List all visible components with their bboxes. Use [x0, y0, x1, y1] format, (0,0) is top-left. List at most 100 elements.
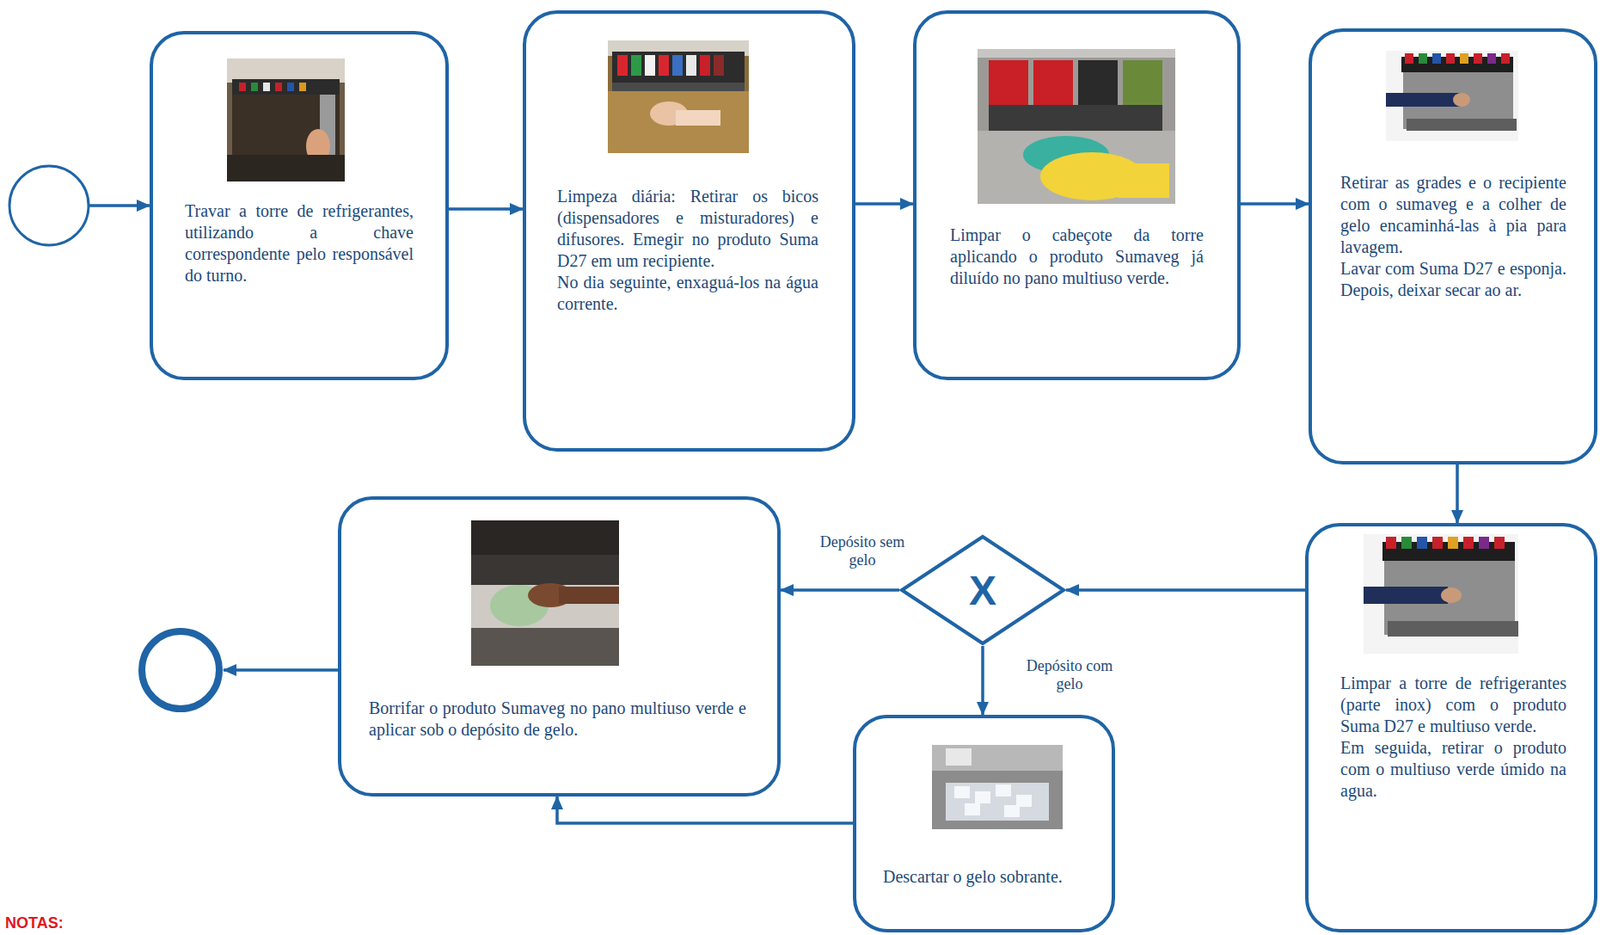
process-box: Borrifar o produto Sumaveg no pano multi…	[337, 496, 781, 797]
photo-part	[1122, 60, 1163, 105]
photo-part	[226, 58, 345, 182]
photo-part	[1478, 536, 1490, 549]
photo-part	[1385, 92, 1460, 107]
photo	[226, 58, 345, 182]
photo-part	[988, 104, 1163, 131]
process-box: Limpeza diária: Retirar os bicos (dispen…	[522, 10, 856, 452]
photo-part	[964, 803, 981, 816]
step-text: No dia seguinte, enxaguá-los na água cor…	[557, 271, 819, 315]
photo-part	[1416, 536, 1428, 549]
step-text: Descartar o gelo sobrante.	[882, 865, 1084, 888]
photo-part	[251, 82, 258, 92]
flow-arrow	[855, 202, 914, 206]
process-box: Retirar as grades e o recipiente com o s…	[1308, 28, 1598, 465]
photo-part	[713, 55, 724, 76]
process-box: Limpar a torre de refrigerantes (parte i…	[1305, 522, 1598, 932]
photo	[607, 40, 749, 154]
gateway-mark: X	[899, 533, 1067, 646]
photo-part	[1401, 56, 1514, 73]
photo-part	[239, 82, 246, 92]
photo-part	[287, 82, 295, 92]
step-text: Travar a torre de refrigerantes, utiliza…	[184, 200, 414, 287]
photo-part	[931, 744, 1063, 829]
step-text: Em seguida, retirar o produto com o mult…	[1340, 736, 1567, 802]
photo-part	[607, 91, 749, 154]
step-text: Limpeza diária: Retirar os bicos (dispen…	[557, 185, 819, 272]
flow-arrow	[1240, 202, 1309, 206]
edge-label: Depósito com gelo	[1013, 656, 1126, 693]
photo-part	[471, 627, 620, 666]
photo-part	[299, 82, 307, 92]
photo-part	[686, 55, 697, 76]
photo-part	[977, 49, 1176, 204]
photo-part	[945, 747, 972, 766]
step-text: Travar a torre de refrigerantes, utiliza…	[184, 200, 414, 287]
photo-part	[631, 55, 642, 76]
photo-part	[558, 586, 620, 604]
photo-part	[1078, 60, 1118, 105]
photo-part	[1418, 53, 1428, 64]
photo-part	[275, 82, 282, 92]
process-box: Descartar o gelo sobrante.	[852, 714, 1116, 932]
note-heading: NOTAS:	[5, 913, 64, 932]
photo-part	[945, 782, 1049, 821]
photo-part	[658, 55, 669, 76]
photo-part	[263, 82, 270, 92]
photo	[931, 744, 1063, 829]
photo-part	[1387, 620, 1519, 637]
photo-part	[954, 785, 970, 798]
photo-part	[1440, 587, 1462, 603]
step-text: Retirar as grades e o recipiente com o s…	[1340, 171, 1567, 258]
photo-part	[232, 79, 340, 95]
photo-part	[617, 55, 628, 76]
photo-part	[977, 130, 1176, 204]
photo-part	[612, 51, 745, 83]
photo-part	[1463, 536, 1474, 549]
photo-part	[1401, 536, 1412, 549]
step-text: Limpar a torre de refrigerantes (parte i…	[1340, 672, 1567, 802]
step-text: Borrifar o produto Sumaveg no pano multi…	[368, 697, 747, 741]
photo-part	[471, 520, 620, 555]
photo-part	[1501, 53, 1510, 64]
photo-part	[644, 55, 656, 76]
photo-part	[1452, 92, 1471, 107]
photo-part	[1016, 794, 1032, 807]
photo-part	[471, 520, 620, 666]
photo-part	[672, 55, 683, 76]
photo-part	[988, 60, 1029, 105]
photo	[1385, 50, 1519, 141]
photo-part	[1385, 536, 1397, 549]
photo-part	[699, 55, 711, 76]
step-text: Retirar as grades e o recipiente com o s…	[1340, 171, 1567, 301]
photo-part	[1446, 53, 1455, 64]
photo	[977, 49, 1176, 204]
step-text: Limpar o cabeçote da torre aplicando o p…	[950, 224, 1204, 289]
step-text: Lavar com Suma D27 e esponja. Depois, de…	[1340, 257, 1567, 301]
step-text: Limpar o cabeçote da torre aplicando o p…	[950, 224, 1204, 289]
photo-part	[1363, 586, 1448, 604]
end-event	[141, 631, 338, 709]
flow-arrow	[557, 796, 853, 823]
photo-part	[1404, 53, 1414, 64]
photo-part	[1447, 536, 1459, 549]
flow-arrow	[780, 588, 900, 592]
process-box: Limpar o cabeçote da torre aplicando o p…	[913, 10, 1241, 381]
start-event-part	[88, 203, 150, 208]
step-text: Limpeza diária: Retirar os bicos (dispen…	[557, 185, 819, 315]
photo-part	[977, 49, 1176, 58]
photo-part	[1487, 53, 1496, 64]
start-event-part	[9, 165, 89, 246]
step-text: Borrifar o produto Sumaveg no pano multi…	[368, 697, 747, 741]
photo-part	[995, 784, 1012, 797]
flow-arrow	[980, 645, 985, 715]
end-event-part	[223, 668, 338, 672]
photo-part	[974, 790, 991, 804]
edge-label: Depósito sem gelo	[806, 533, 919, 570]
photo-part	[1117, 163, 1170, 198]
step-text: Descartar o gelo sobrante.	[882, 865, 1084, 888]
flow-arrow	[1066, 588, 1306, 592]
photo-part	[1473, 53, 1483, 64]
photo-part	[931, 744, 1063, 771]
photo-part	[1363, 533, 1519, 654]
photo-part	[1033, 60, 1073, 105]
